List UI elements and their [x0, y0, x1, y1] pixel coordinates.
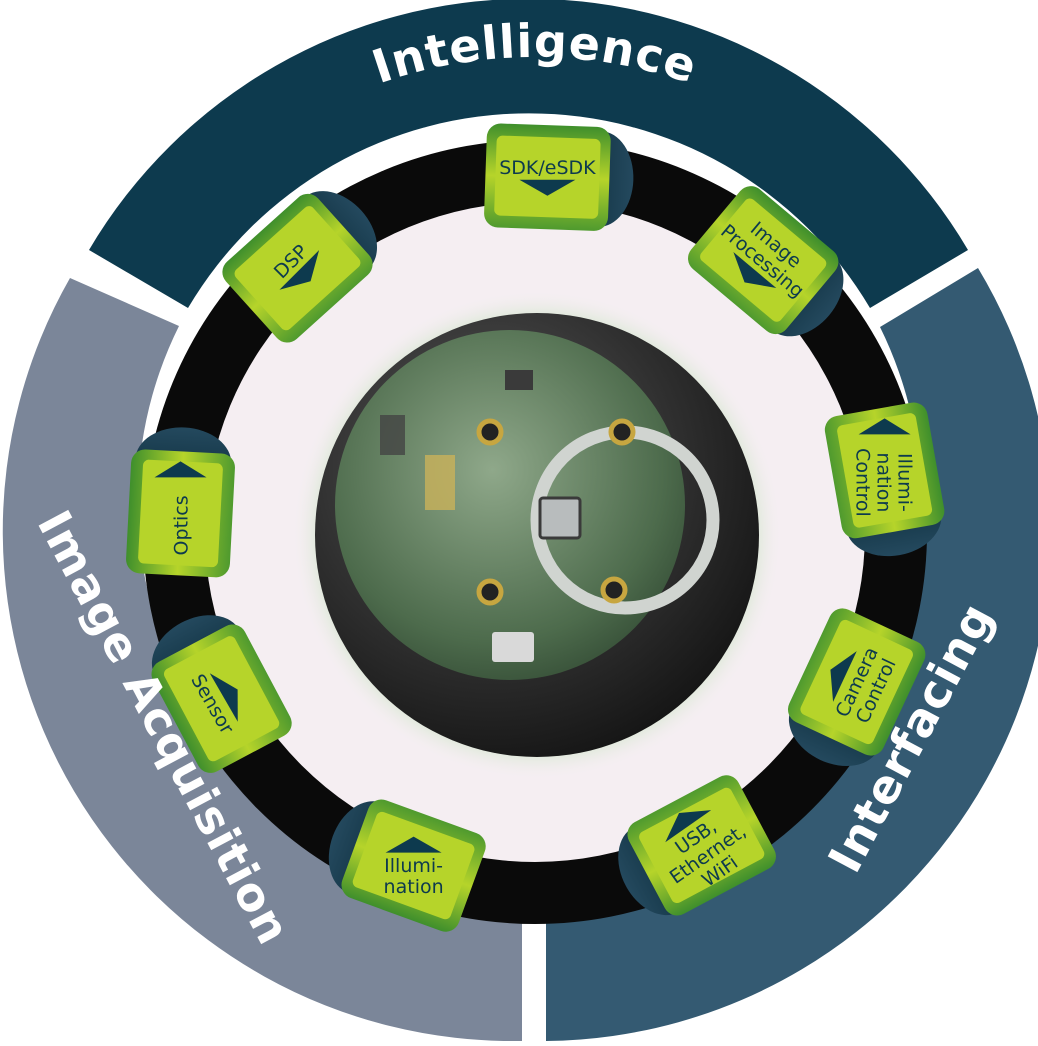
tab-label: Control [852, 448, 874, 517]
tab-optics: Optics [126, 427, 235, 578]
tab-usb-ethernet-wifi: USB,Ethernet,WiFi [618, 775, 776, 916]
tab-face [234, 206, 361, 331]
tab-label: nation [384, 876, 444, 898]
tab-arrow [154, 461, 207, 478]
tab-arrow [665, 810, 712, 843]
pcb-component [425, 455, 455, 510]
mounting-hole [608, 418, 636, 446]
sector-interfacing [546, 268, 1038, 1041]
mounting-hole [476, 578, 504, 606]
tab-face [352, 811, 475, 920]
pcb-component [505, 370, 533, 390]
tab-illumination: Illumi-nation [328, 799, 486, 932]
mounting-hole [476, 418, 504, 446]
tab-label: Illumi- [384, 855, 443, 877]
tab-label: nation [873, 452, 895, 512]
pcb-component [492, 632, 534, 662]
tab-face [837, 413, 933, 528]
tab-face [163, 636, 280, 762]
tab-ring: SDK/eSDKImageProcessingIllumi-nationCont… [126, 123, 945, 932]
image-sensor-chip [538, 496, 582, 540]
tab-label: Illumi- [894, 453, 916, 512]
tab-arrow [858, 418, 911, 435]
tab-arrow [519, 179, 576, 196]
tab-sensor: Sensor [151, 615, 292, 773]
tab-arrow [385, 836, 442, 853]
tab-label: SDK/eSDK [499, 157, 596, 179]
tab-face [138, 459, 223, 568]
tab-label: Optics [171, 495, 193, 555]
sector-intelligence [89, 0, 968, 308]
pcb-component [380, 415, 405, 455]
tab-face [700, 198, 827, 322]
tab-dsp: DSP [222, 191, 378, 343]
pcb-board [335, 330, 685, 680]
tab-arrow [830, 651, 857, 702]
tab-sdk: SDK/eSDK [484, 123, 634, 231]
camera-module [292, 290, 782, 780]
tab-face [800, 619, 913, 745]
mounting-hole [600, 576, 628, 604]
tab-face [494, 135, 601, 219]
tab-face [639, 787, 765, 904]
